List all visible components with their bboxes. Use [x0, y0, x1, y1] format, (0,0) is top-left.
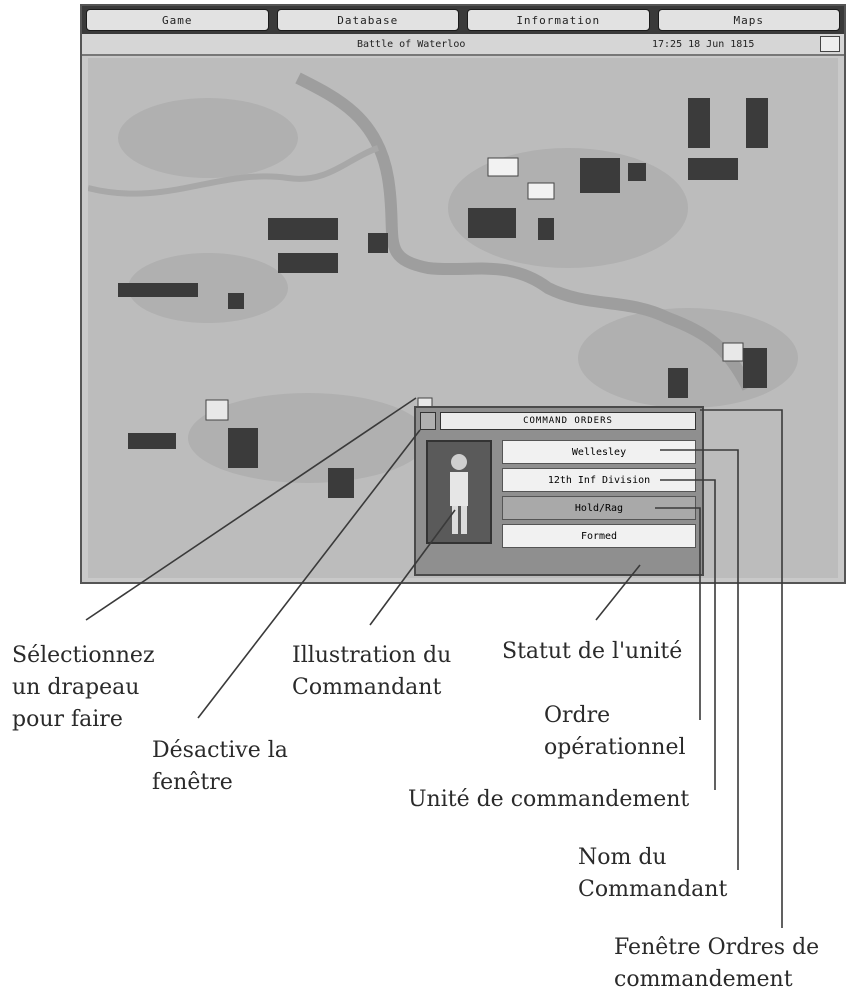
leader-select-flag [85, 397, 417, 621]
leader-commander-illustration [369, 509, 456, 626]
menu-maps-button[interactable]: Maps [657, 9, 840, 31]
battle-title-bar: Battle of Waterloo 17:25 18 Jun 1815 [82, 34, 844, 56]
caption-toggle-window: Désactive la fenêtre [152, 738, 288, 795]
commander-name-field: Wellesley [502, 440, 696, 464]
commander-figure-icon [450, 454, 468, 534]
close-box-icon[interactable] [820, 36, 840, 52]
leader-unit-status [595, 564, 641, 621]
caption-commander-illustration: Illustration du Commandant [292, 643, 452, 700]
menu-game-button[interactable]: Game [86, 9, 269, 31]
command-orders-title: COMMAND ORDERS [440, 412, 696, 430]
map-terrain [88, 72, 798, 498]
road [88, 145, 379, 197]
leader-operational-order [655, 507, 701, 720]
game-screen: Game Database Information Maps Battle of… [80, 4, 846, 584]
battle-name: Battle of Waterloo [357, 39, 466, 50]
command-orders-window: COMMAND ORDERS Wellesley 12th Inf Divisi… [414, 406, 704, 576]
caption-select-flag: Sélectionnez un drapeau pour faire [12, 643, 155, 732]
caption-command-unit: Unité de commandement [408, 787, 690, 812]
menu-bar: Game Database Information Maps [82, 6, 844, 34]
menu-database-button[interactable]: Database [276, 9, 459, 31]
leader-command-unit [660, 479, 716, 790]
battle-map[interactable]: COMMAND ORDERS Wellesley 12th Inf Divisi… [88, 58, 838, 578]
troop-formations [118, 98, 768, 498]
menu-information-button[interactable]: Information [467, 9, 650, 31]
caption-operational-order: Ordre opérationnel [544, 703, 686, 760]
unit-status-field: Formed [502, 524, 696, 548]
caption-command-orders-window: Fenêtre Ordres de commandement [614, 935, 820, 992]
commander-portrait [426, 440, 492, 544]
caption-unit-status: Statut de l'unité [502, 639, 683, 664]
window-toggle-button[interactable] [420, 412, 436, 430]
river [295, 72, 754, 391]
caption-commander-name: Nom du Commandant [578, 845, 728, 902]
battle-datetime: 17:25 18 Jun 1815 [652, 39, 755, 50]
leader-toggle-window [197, 429, 421, 719]
leader-command-orders-window [700, 409, 783, 928]
leader-commander-name [660, 449, 739, 870]
